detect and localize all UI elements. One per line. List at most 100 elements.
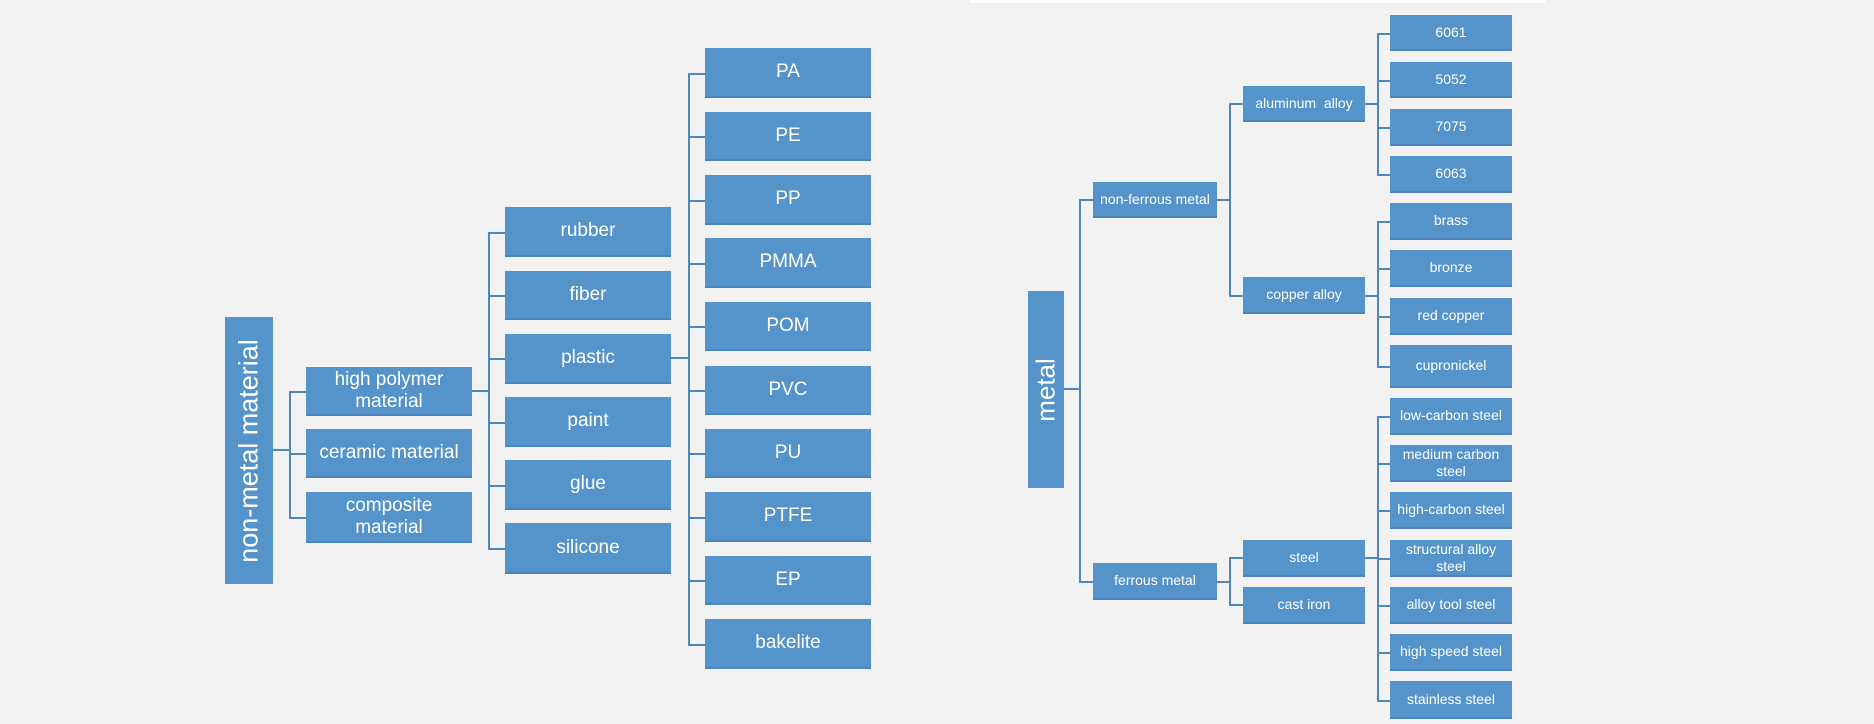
- connector: [688, 390, 705, 392]
- node-5052: 5052: [1390, 62, 1512, 98]
- connector: [1079, 581, 1093, 583]
- connector: [1229, 103, 1231, 296]
- connector: [688, 644, 705, 646]
- connector: [1229, 557, 1231, 605]
- connector: [688, 453, 705, 455]
- node-plastic: plastic: [505, 334, 671, 384]
- connector: [1377, 463, 1390, 465]
- node-red-copper: red copper: [1390, 298, 1512, 335]
- connector: [488, 422, 505, 424]
- metal-root-box: metal: [1028, 291, 1064, 488]
- connector: [1079, 199, 1093, 201]
- node-stainless-steel: stainless steel: [1390, 681, 1512, 719]
- connector: [1377, 316, 1390, 318]
- node-pom: POM: [705, 302, 871, 351]
- connector: [289, 391, 306, 393]
- node-silicone: silicone: [505, 523, 671, 574]
- node-medium-carbon-steel: medium carbon steel: [1390, 445, 1512, 482]
- node-high-speed-steel: high speed steel: [1390, 634, 1512, 671]
- connector: [1365, 557, 1377, 559]
- connector: [488, 232, 490, 549]
- metal-root-label: metal: [1030, 357, 1061, 422]
- connector: [1217, 581, 1229, 583]
- non-metal-root-label: non-metal material: [233, 338, 264, 563]
- node-6063: 6063: [1390, 156, 1512, 193]
- node-pe: PE: [705, 112, 871, 161]
- node-cast-iron: cast iron: [1243, 587, 1365, 624]
- top-edge-line: [970, 0, 1545, 3]
- connector: [1064, 388, 1079, 390]
- connector: [688, 326, 705, 328]
- node-cupronickel: cupronickel: [1390, 345, 1512, 388]
- connector: [1229, 103, 1243, 105]
- connector: [1377, 221, 1390, 223]
- connector: [1377, 80, 1390, 82]
- node-aluminum-alloy: aluminum alloy: [1243, 86, 1365, 122]
- node-7075: 7075: [1390, 109, 1512, 146]
- node-alloy-tool-steel: alloy tool steel: [1390, 587, 1512, 624]
- connector: [289, 517, 306, 519]
- connector: [1365, 295, 1377, 297]
- connector: [488, 295, 505, 297]
- connector: [688, 517, 705, 519]
- node-pa: PA: [705, 48, 871, 98]
- connector: [688, 73, 705, 75]
- connector: [1377, 268, 1390, 270]
- connector: [1229, 557, 1243, 559]
- node-steel: steel: [1243, 540, 1365, 577]
- connector: [488, 485, 505, 487]
- connector: [1377, 558, 1390, 560]
- connector: [688, 263, 705, 265]
- connector: [273, 449, 289, 451]
- connector: [1377, 700, 1390, 702]
- connector: [488, 358, 505, 360]
- connector: [1377, 366, 1390, 368]
- node-copper-alloy: copper alloy: [1243, 277, 1365, 314]
- connector: [1377, 605, 1390, 607]
- node-high-polymer-material: high polymer material: [306, 367, 472, 416]
- node-structural-alloy-steel: structural alloy steel: [1390, 540, 1512, 577]
- connector: [688, 73, 690, 645]
- node-bakelite: bakelite: [705, 619, 871, 669]
- connector: [688, 200, 705, 202]
- connector: [488, 548, 505, 550]
- non-metal-root-box: non-metal material: [225, 317, 273, 584]
- node-pu: PU: [705, 429, 871, 478]
- node-glue: glue: [505, 460, 671, 510]
- node-paint: paint: [505, 397, 671, 447]
- connector: [472, 390, 488, 392]
- node-ptfe: PTFE: [705, 492, 871, 542]
- node-ceramic-material: ceramic material: [306, 429, 472, 478]
- node-ep: EP: [705, 556, 871, 605]
- connector: [1377, 652, 1390, 654]
- node-pp: PP: [705, 175, 871, 225]
- connector: [488, 232, 505, 234]
- connector: [1365, 103, 1377, 105]
- connector: [1377, 221, 1379, 367]
- node-6061: 6061: [1390, 15, 1512, 51]
- node-pmma: PMMA: [705, 238, 871, 288]
- connector: [289, 453, 306, 455]
- node-pvc: PVC: [705, 366, 871, 415]
- node-bronze: bronze: [1390, 250, 1512, 287]
- connector: [671, 357, 688, 359]
- connector: [1377, 33, 1379, 175]
- node-ferrous-metal: ferrous metal: [1093, 563, 1217, 600]
- connector: [1377, 174, 1390, 176]
- node-rubber: rubber: [505, 207, 671, 257]
- connector: [1377, 510, 1390, 512]
- connector: [1229, 295, 1243, 297]
- node-composite-material: composite material: [306, 492, 472, 543]
- connector: [1217, 199, 1229, 201]
- connector: [1377, 127, 1390, 129]
- connector: [688, 136, 705, 138]
- connector: [1377, 416, 1390, 418]
- node-low-carbon-steel: low-carbon steel: [1390, 398, 1512, 435]
- connector: [1229, 604, 1243, 606]
- node-non-ferrous-metal: non-ferrous metal: [1093, 182, 1217, 218]
- node-brass: brass: [1390, 203, 1512, 240]
- node-high-carbon-steel: high-carbon steel: [1390, 492, 1512, 529]
- node-fiber: fiber: [505, 271, 671, 320]
- connector: [688, 580, 705, 582]
